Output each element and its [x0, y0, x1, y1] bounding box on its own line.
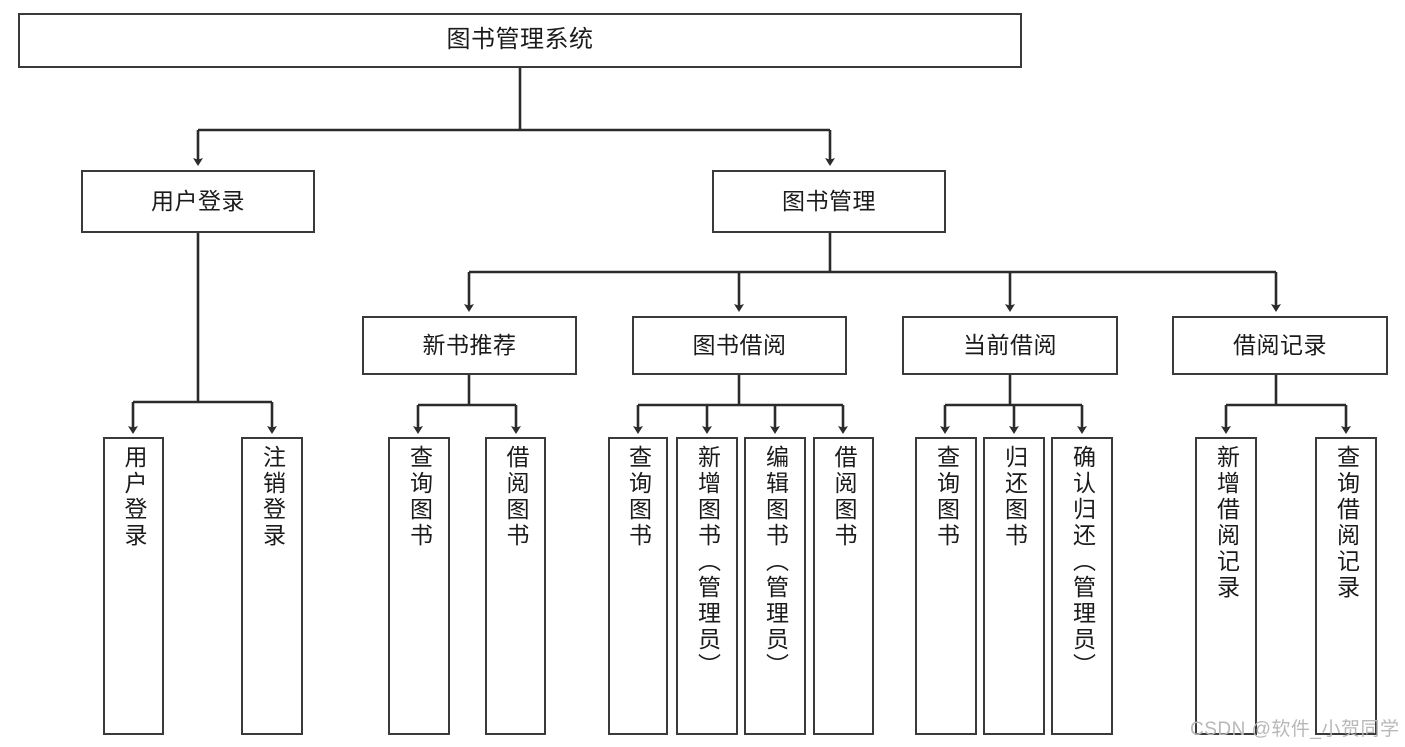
node-label: 归还图书	[1001, 445, 1028, 549]
node-label: 用户登录	[151, 187, 245, 214]
node-label: 新书推荐	[422, 331, 517, 358]
node-label: 图书管理	[782, 187, 876, 214]
leaf-edit-book[interactable]: 编辑图书（管理员）	[744, 437, 806, 735]
node-borrow-record[interactable]: 借阅记录	[1172, 316, 1388, 375]
leaf-return-book[interactable]: 归还图书	[983, 437, 1045, 735]
leaf-query-book-borrow[interactable]: 查询图书	[608, 437, 668, 735]
node-label: 图书管理系统	[446, 26, 594, 54]
node-book-borrow[interactable]: 图书借阅	[632, 316, 847, 375]
node-current-borrow[interactable]: 当前借阅	[902, 316, 1118, 375]
node-label: 借阅图书	[503, 445, 529, 549]
node-label: 用户登录	[121, 445, 147, 549]
node-label: 新增借阅记录	[1213, 445, 1240, 601]
node-label: 图书借阅	[692, 331, 787, 358]
csdn-watermark: CSDN @软件_小贺同学	[1190, 719, 1400, 740]
node-label: 当前借阅	[963, 331, 1057, 358]
node-label: 新增图书（管理员）	[694, 445, 721, 679]
node-label: 确认归还（管理员）	[1069, 445, 1096, 679]
node-label: 查询图书	[406, 445, 433, 549]
node-label: 查询借阅记录	[1333, 445, 1360, 601]
node-label: 编辑图书（管理员）	[762, 445, 789, 679]
node-label: 注销登录	[259, 445, 286, 549]
leaf-add-borrow-record[interactable]: 新增借阅记录	[1195, 437, 1257, 735]
leaf-logout[interactable]: 注销登录	[241, 437, 303, 735]
node-label: 借阅记录	[1233, 331, 1327, 358]
node-label: 查询图书	[933, 445, 960, 549]
node-root-system[interactable]: 图书管理系统	[18, 13, 1022, 68]
node-label: 查询图书	[625, 445, 652, 549]
leaf-query-book-recommend[interactable]: 查询图书	[388, 437, 450, 735]
leaf-user-login[interactable]: 用户登录	[103, 437, 164, 735]
node-label: 借阅图书	[831, 445, 857, 549]
leaf-borrow-book-recommend[interactable]: 借阅图书	[485, 437, 546, 735]
leaf-query-borrow-record[interactable]: 查询借阅记录	[1315, 437, 1377, 735]
leaf-query-book-current[interactable]: 查询图书	[915, 437, 977, 735]
node-user-login[interactable]: 用户登录	[81, 170, 315, 233]
node-book-manage[interactable]: 图书管理	[712, 170, 946, 233]
leaf-add-book[interactable]: 新增图书（管理员）	[676, 437, 738, 735]
node-new-book-recommend[interactable]: 新书推荐	[362, 316, 577, 375]
leaf-borrow-book[interactable]: 借阅图书	[813, 437, 874, 735]
leaf-confirm-return[interactable]: 确认归还（管理员）	[1051, 437, 1113, 735]
